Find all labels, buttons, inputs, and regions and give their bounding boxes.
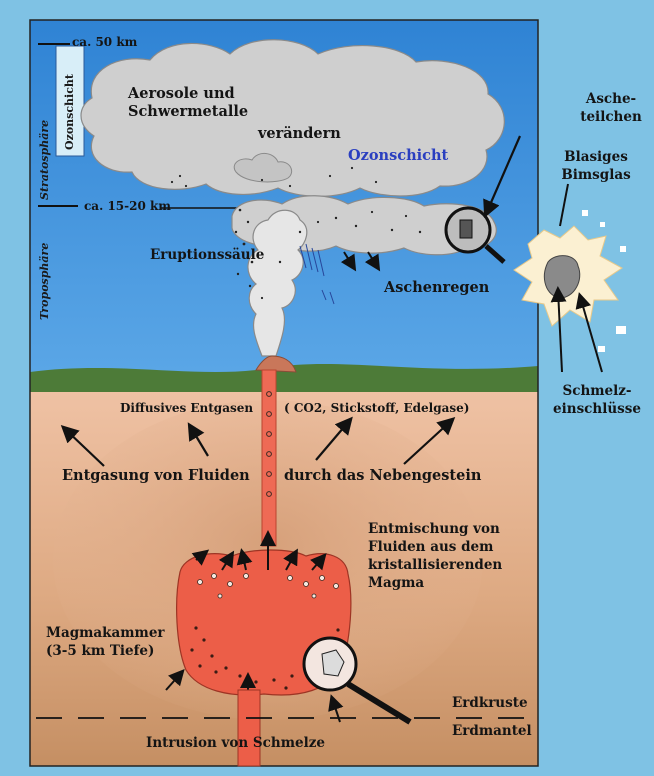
- aerosols-label-line2: Schwermetalle: [128, 104, 248, 120]
- magma-chamber-label-line2: (3-5 km Tiefe): [46, 644, 154, 659]
- pumice-label-line1: Blasiges: [546, 150, 646, 165]
- stratosphere-label: Stratosphäre: [38, 120, 51, 200]
- altitude-label-50: ca. 50 km: [72, 36, 137, 49]
- diffuse-degassing-label: Diffusives Entgasen: [120, 402, 253, 415]
- unmixing-label-line3: kristallisierenden: [368, 558, 502, 573]
- intrusion-label: Intrusion von Schmelze: [146, 736, 325, 751]
- ozone-bar-label: Ozonschicht: [63, 74, 76, 150]
- altitude-label-15: ca. 15-20 km: [84, 200, 171, 213]
- eruption-column-label: Eruptionssäule: [150, 248, 264, 263]
- intrusion-channel: [238, 690, 260, 766]
- crust-label: Erdkruste: [452, 696, 528, 711]
- unmixing-label-line4: Magma: [368, 576, 424, 591]
- ash-particles-label-line2: teilchen: [568, 110, 654, 125]
- ash-rain-label: Aschenregen: [384, 280, 489, 296]
- fluid-degassing-label: Entgasung von Fluiden: [62, 468, 250, 484]
- melt-inclusions-label-line1: Schmelz-: [540, 384, 654, 399]
- unmixing-label-line1: Entmischung von: [368, 522, 500, 537]
- gases-label: ( CO2, Stickstoff, Edelgase): [284, 402, 469, 415]
- unmixing-label-line2: Fluiden aus dem: [368, 540, 493, 555]
- ash-particles-label-line1: Asche-: [568, 92, 654, 107]
- aerosols-label-line1: Aerosole und: [128, 86, 235, 102]
- host-rock-label: durch das Nebengestein: [284, 468, 481, 484]
- ash-grain-icon: [460, 220, 472, 238]
- ozone-layer-label: Ozonschicht: [348, 148, 448, 164]
- change-label: verändern: [258, 126, 341, 142]
- magma-chamber-label-line1: Magmakammer: [46, 626, 165, 641]
- mantle-label: Erdmantel: [452, 724, 532, 739]
- pumice-label-line2: Bimsglas: [546, 168, 646, 183]
- melt-inclusions-label-line2: einschlüsse: [540, 402, 654, 417]
- troposphere-label: Troposphäre: [38, 243, 51, 320]
